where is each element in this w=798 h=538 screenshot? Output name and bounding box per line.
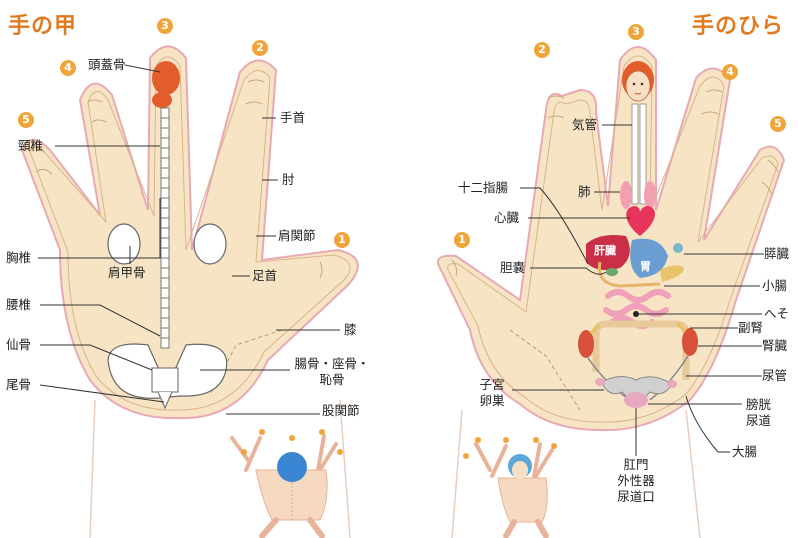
label-wrist: 手首: [280, 110, 306, 125]
bladder-shape: [624, 392, 648, 408]
label-pelvis-2: 恥骨: [319, 372, 345, 387]
finger-1-badge-palm: 1: [454, 232, 470, 248]
finger-2-badge-palm: 2: [534, 42, 550, 58]
label-ureter: 尿管: [762, 368, 788, 383]
label-shoulder-joint: 肩関節: [278, 228, 316, 243]
finger-5-badge-back: 5: [18, 112, 34, 128]
label-sacrum: 仙骨: [6, 337, 32, 352]
finger-3-badge-back: 3: [157, 18, 173, 34]
label-coccyx: 尾骨: [6, 377, 32, 392]
label-uterus-1: 子宮: [479, 377, 505, 392]
finger-4-badge-back: 4: [60, 60, 76, 76]
back-hand-inner: [29, 56, 351, 411]
label-ankle: 足首: [252, 268, 278, 283]
label-bladder: 膀胱: [746, 397, 772, 412]
label-lungs: 肺: [578, 184, 591, 199]
skull-shape: [152, 61, 180, 95]
label-duodenum: 十二指腸: [458, 180, 509, 195]
label-large-intestine: 大腸: [732, 444, 758, 459]
pancreas-shape: [660, 265, 684, 282]
label-pelvis-1: 腸骨・座骨・: [294, 356, 370, 371]
label-stomach: 胃: [640, 260, 651, 273]
back-hand-shape: [20, 45, 359, 420]
label-liver: 肝臓: [594, 244, 616, 257]
palm-hand: [437, 46, 786, 538]
lung-left-shape: [620, 181, 632, 209]
label-thoracic: 胸椎: [6, 250, 32, 265]
label-navel: へそ: [764, 306, 790, 321]
label-lumbar: 腰椎: [6, 297, 32, 312]
trachea-shape: [631, 103, 639, 205]
label-hip-joint: 股関節: [322, 403, 360, 418]
palm-title: 手のひら: [687, 8, 791, 40]
liver-shape: [586, 235, 630, 270]
label-neck: 頸椎: [18, 138, 44, 153]
kidney-left-shape: [578, 330, 594, 358]
label-scapula: 肩甲骨: [108, 265, 146, 280]
stomach-shape: [630, 238, 668, 278]
gallbladder-shape: [606, 268, 618, 276]
scapula-left-shape: [107, 223, 141, 265]
label-uterus-2: 卵巣: [479, 393, 505, 408]
head-shape: [622, 61, 654, 102]
label-adrenal: 副腎: [738, 320, 764, 335]
label-bottom-3: 尿道口: [617, 489, 655, 504]
label-elbow: 肘: [282, 172, 295, 187]
finger-1-badge-back: 1: [334, 232, 350, 248]
label-trachea: 気管: [572, 117, 598, 132]
label-knee: 膝: [344, 322, 357, 337]
spine-shape: [160, 107, 170, 349]
back-of-hand-title: 手の甲: [3, 8, 84, 40]
back-hand: [20, 45, 359, 538]
kidney-right-shape: [682, 328, 698, 356]
label-skull: 頭蓋骨: [88, 57, 126, 72]
label-bottom-2: 外性器: [617, 473, 655, 488]
palm-body-figure: [463, 437, 557, 538]
finger-3-badge-palm: 3: [628, 24, 644, 40]
finger-4-badge-palm: 4: [722, 64, 738, 80]
label-small-intestine: 小腸: [762, 278, 788, 293]
label-kidney: 腎臓: [762, 338, 788, 353]
scapula-right-shape: [193, 223, 227, 265]
heart-shape: [626, 206, 655, 236]
finger-5-badge-palm: 5: [770, 116, 786, 132]
label-bottom-1: 肛門: [623, 457, 649, 472]
label-pancreas: 膵臓: [764, 246, 790, 261]
label-urethra: 尿道: [746, 413, 772, 428]
label-gallbladder: 胆嚢: [500, 260, 526, 275]
finger-2-badge-back: 2: [252, 40, 268, 56]
lung-right-shape: [644, 181, 656, 209]
back-body-figure: [230, 429, 343, 538]
label-heart: 心臓: [494, 210, 520, 225]
